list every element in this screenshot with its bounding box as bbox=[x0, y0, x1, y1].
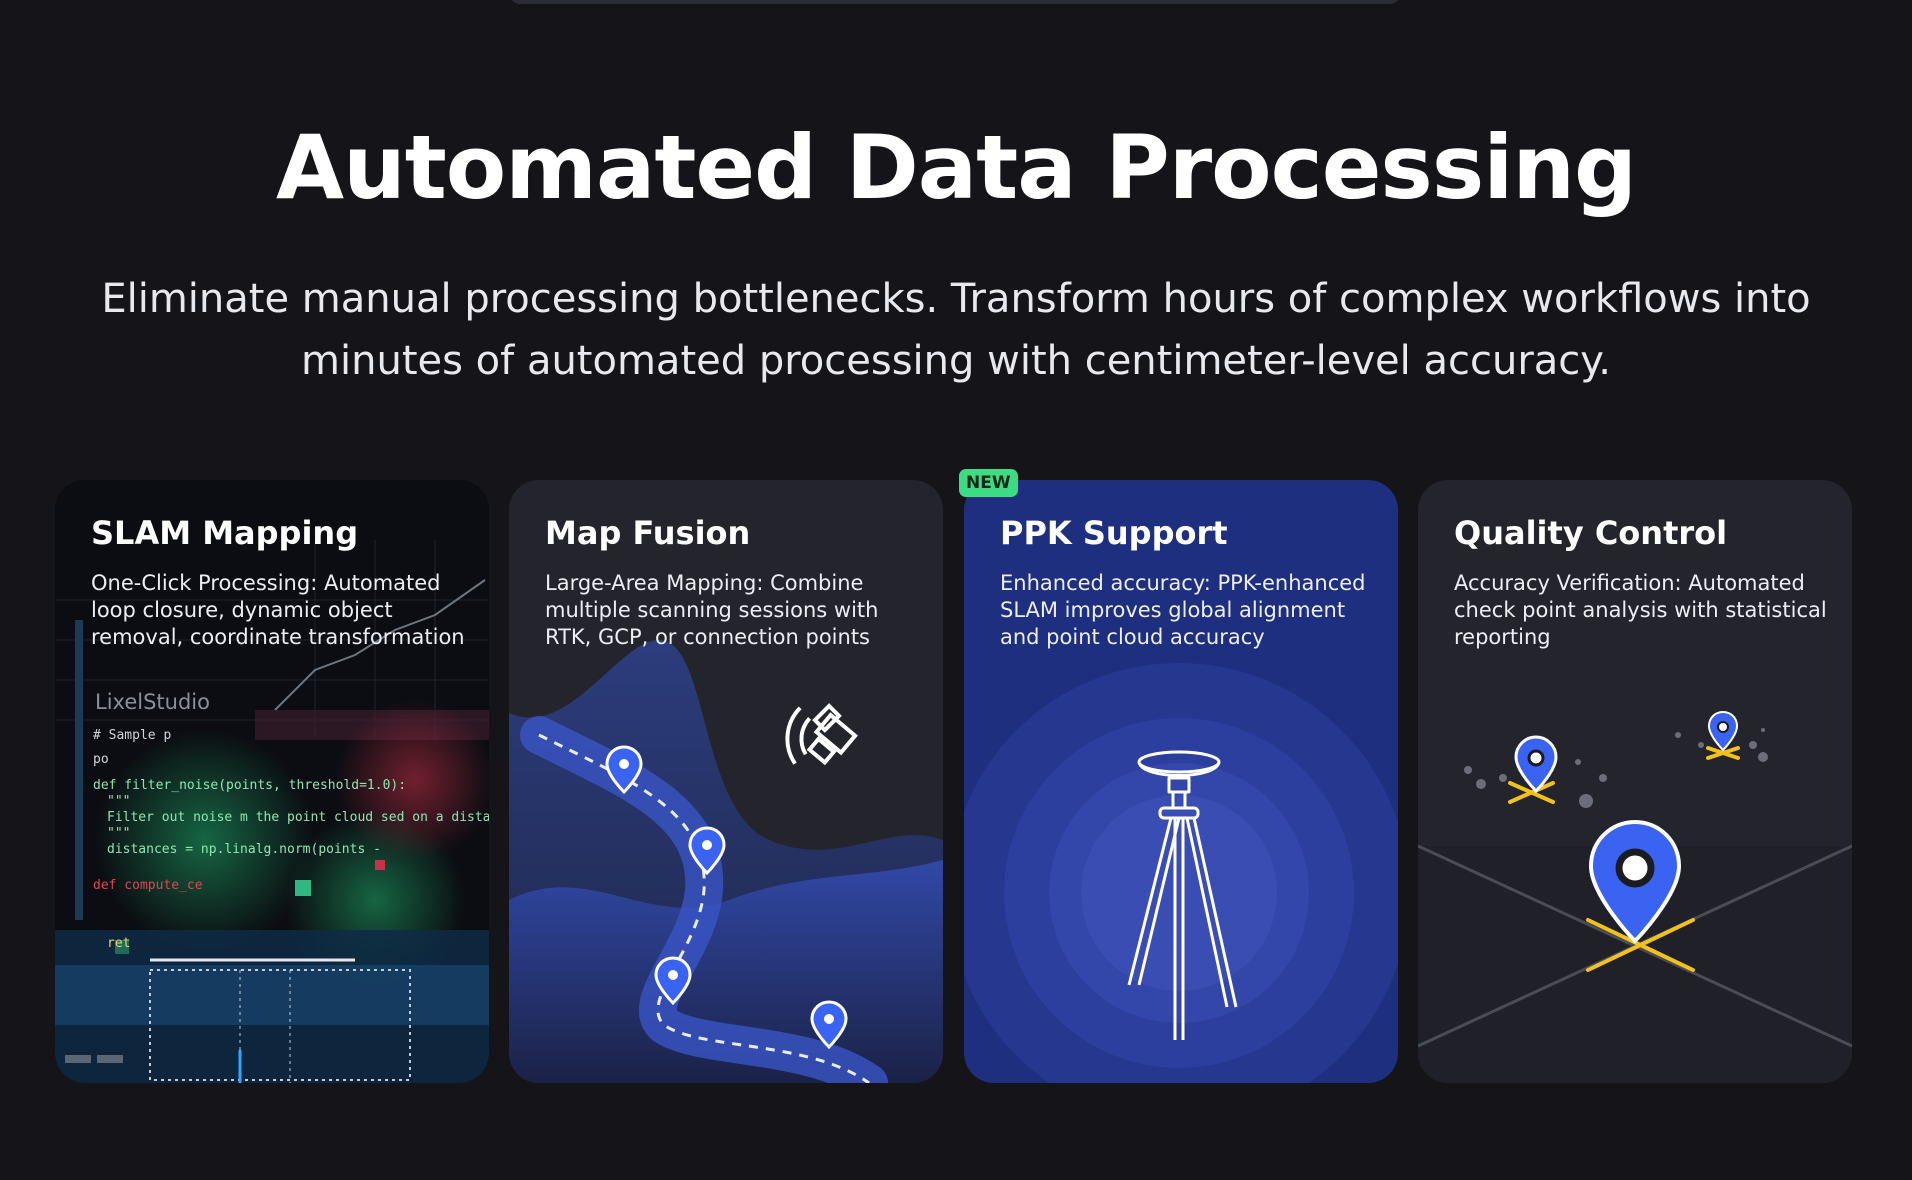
card-title: Map Fusion bbox=[545, 514, 751, 552]
card-description: Enhanced accuracy: PPK-enhanced SLAM imp… bbox=[1000, 571, 1366, 649]
card-description: Large-Area Mapping: Combine multiple sca… bbox=[545, 571, 879, 649]
code-line: distances = np.linalg.norm(points - bbox=[107, 842, 381, 857]
section-title: Automated Data Processing bbox=[275, 116, 1637, 219]
code-line: """ bbox=[107, 826, 131, 841]
map-fusion-illustration bbox=[509, 640, 943, 1083]
map-pin-icon bbox=[654, 956, 692, 1006]
gnss-tripod-icon bbox=[1127, 750, 1238, 1040]
lixelstudio-brand-logo: LixelStudio bbox=[95, 690, 210, 714]
card-quality-control[interactable]: Quality Control Accuracy Verification: A… bbox=[1418, 480, 1852, 1083]
code-line: po bbox=[93, 752, 109, 767]
card-description: One-Click Processing: Automated loop clo… bbox=[91, 571, 465, 649]
satellite-icon bbox=[785, 703, 858, 766]
code-line: Filter out noise m the point cloud sed o… bbox=[107, 810, 489, 825]
card-description: Accuracy Verification: Automated check p… bbox=[1454, 571, 1827, 649]
map-pin-icon bbox=[605, 745, 643, 795]
card-slam-mapping[interactable]: LixelStudio # Sample p po def filter_noi… bbox=[55, 480, 489, 1083]
card-title: PPK Support bbox=[1000, 514, 1228, 552]
card-map-fusion[interactable]: Map Fusion Large-Area Mapping: Combine m… bbox=[509, 480, 943, 1083]
section-subtitle: Eliminate manual processing bottlenecks.… bbox=[101, 276, 1811, 384]
code-line: def filter_noise(points, threshold=1.0): bbox=[93, 778, 407, 793]
quality-control-illustration bbox=[1418, 710, 1852, 1083]
new-badge: NEW bbox=[959, 469, 1018, 497]
code-line: # Sample p bbox=[93, 728, 172, 743]
top-divider-bar bbox=[510, 0, 1400, 4]
card-title: Quality Control bbox=[1454, 514, 1728, 552]
code-editor-overlay: # Sample p po def filter_noise(points, t… bbox=[55, 480, 489, 1083]
code-line: ret bbox=[107, 936, 131, 951]
card-title: SLAM Mapping bbox=[91, 514, 359, 552]
code-line: def compute_ce bbox=[93, 878, 203, 893]
map-pin-icon bbox=[688, 826, 726, 876]
slam-screenshot-image bbox=[55, 480, 489, 1083]
card-ppk-support[interactable]: PPK Support Enhanced accuracy: PPK-enhan… bbox=[964, 480, 1398, 1083]
ppk-illustration bbox=[964, 663, 1398, 1083]
map-pin-icon bbox=[810, 1000, 848, 1050]
code-line: """ bbox=[107, 794, 131, 809]
